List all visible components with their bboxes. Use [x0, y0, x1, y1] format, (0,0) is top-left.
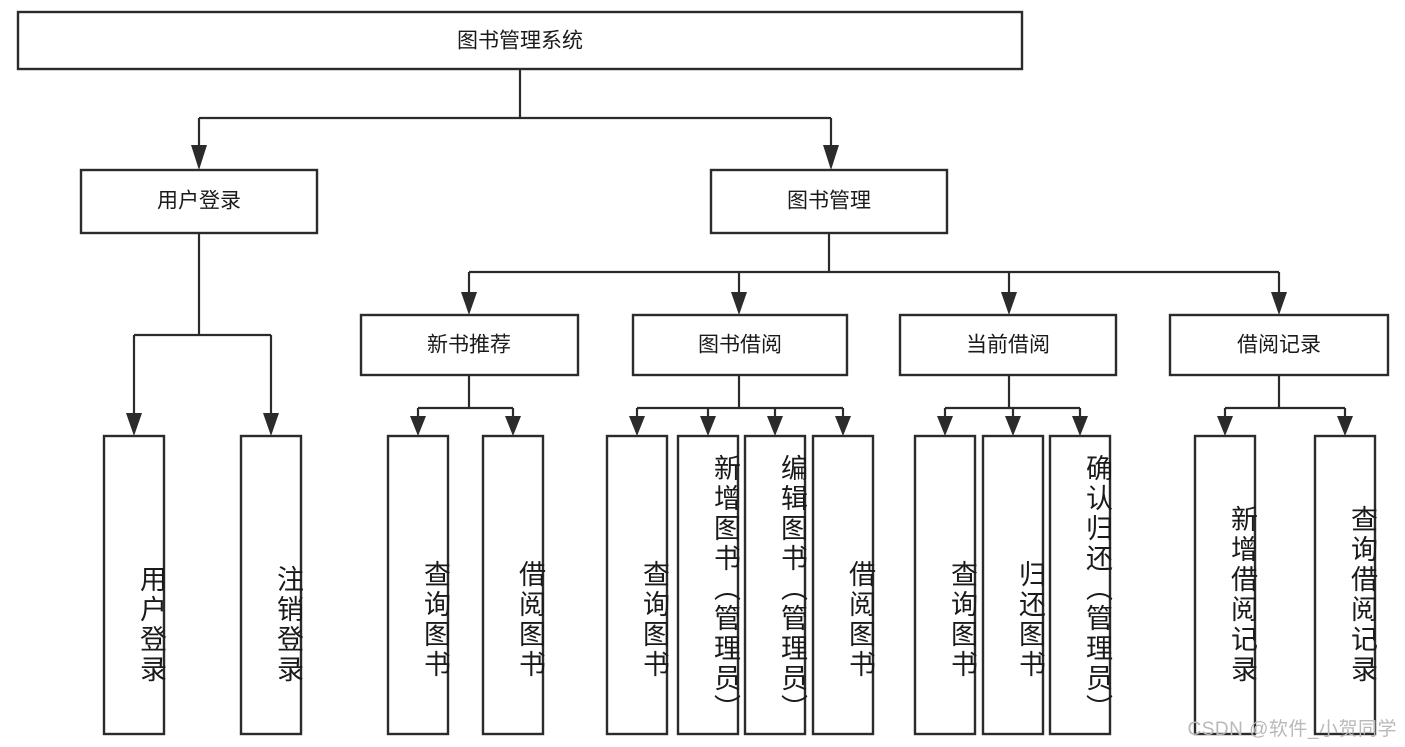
connector-group-book-management [461, 233, 1287, 315]
arrowhead-leaf-return-book [1005, 416, 1021, 436]
arrowhead-new-book-recommend [461, 292, 477, 315]
node-user-login-label: 用户登录 [157, 190, 241, 213]
arrowhead-leaf-query-book-2 [629, 416, 645, 436]
node-user-login[interactable]: 用户登录 [79, 168, 319, 235]
node-book-borrow-box[interactable] [631, 313, 849, 377]
node-book-management-box[interactable] [709, 168, 949, 235]
node-new-book-recommend[interactable]: 新书推荐 [359, 313, 580, 377]
arrowhead-leaf-add-record [1217, 416, 1233, 436]
arrowhead-leaf-confirm-return [1072, 416, 1088, 436]
arrowhead-leaf-borrow-book-2 [835, 416, 851, 436]
connector-group-user-login [126, 233, 279, 436]
arrowhead-leaf-logout-login [263, 413, 279, 436]
arrowhead-leaf-add-book [700, 416, 716, 436]
arrowhead-leaf-user-login [126, 413, 142, 436]
node-leaf-query-book-1-box[interactable] [386, 434, 450, 736]
node-book-management-label: 图书管理 [787, 190, 871, 213]
node-borrow-record[interactable]: 借阅记录 [1168, 313, 1390, 377]
node-leaf-edit-book-box[interactable] [743, 434, 807, 736]
node-current-borrow-label: 当前借阅 [966, 334, 1050, 357]
arrowhead-leaf-query-record [1337, 416, 1353, 436]
connector-group-root [191, 69, 839, 170]
arrowhead-book-borrow [731, 292, 747, 315]
arrowhead-leaf-borrow-book-1 [505, 416, 521, 436]
node-current-borrow[interactable]: 当前借阅 [898, 313, 1118, 377]
node-leaf-confirm-return-box[interactable] [1048, 434, 1112, 736]
connector-group-current-borrow [937, 375, 1088, 436]
node-root-box[interactable] [16, 10, 1024, 71]
arrowhead-leaf-edit-book [767, 416, 783, 436]
node-leaf-add-book-box[interactable] [676, 434, 740, 736]
arrowhead-leaf-query-book-1 [410, 416, 426, 436]
node-leaf-borrow-book-2-box[interactable] [811, 434, 875, 736]
connector-group-borrow-record [1217, 375, 1353, 436]
node-borrow-record-box[interactable] [1168, 313, 1390, 377]
arrowhead-borrow-record [1271, 292, 1287, 315]
node-leaf-logout-login-box[interactable] [239, 434, 303, 736]
arrowhead-current-borrow [1001, 292, 1017, 315]
node-leaf-user-login-box[interactable] [102, 434, 166, 736]
csdn-watermark: CSDN @软件_小贺同学 [1187, 719, 1397, 740]
node-new-book-recommend-label: 新书推荐 [427, 334, 511, 357]
node-book-borrow[interactable]: 图书借阅 [631, 313, 849, 377]
leaf-boxes [102, 434, 1377, 736]
arrowhead-user-login [191, 145, 207, 170]
connector-group-book-borrow [629, 375, 851, 436]
node-root[interactable]: 图书管理系统 [16, 10, 1024, 71]
node-leaf-borrow-book-1-box[interactable] [481, 434, 545, 736]
connector-group-new-book-recommend [410, 375, 521, 436]
node-leaf-query-book-3-box[interactable] [913, 434, 977, 736]
node-user-login-box[interactable] [79, 168, 319, 235]
node-new-book-recommend-box[interactable] [359, 313, 580, 377]
node-leaf-add-record-box[interactable] [1193, 434, 1257, 736]
arrowhead-book-management [823, 145, 839, 170]
node-root-label: 图书管理系统 [457, 30, 583, 53]
node-leaf-return-book-box[interactable] [981, 434, 1045, 736]
node-book-borrow-label: 图书借阅 [698, 334, 782, 357]
arrowhead-leaf-query-book-3 [937, 416, 953, 436]
node-book-management[interactable]: 图书管理 [709, 168, 949, 235]
node-leaf-query-book-2-box[interactable] [605, 434, 669, 736]
node-leaf-query-record-box[interactable] [1313, 434, 1377, 736]
node-current-borrow-box[interactable] [898, 313, 1118, 377]
node-borrow-record-label: 借阅记录 [1237, 334, 1321, 357]
